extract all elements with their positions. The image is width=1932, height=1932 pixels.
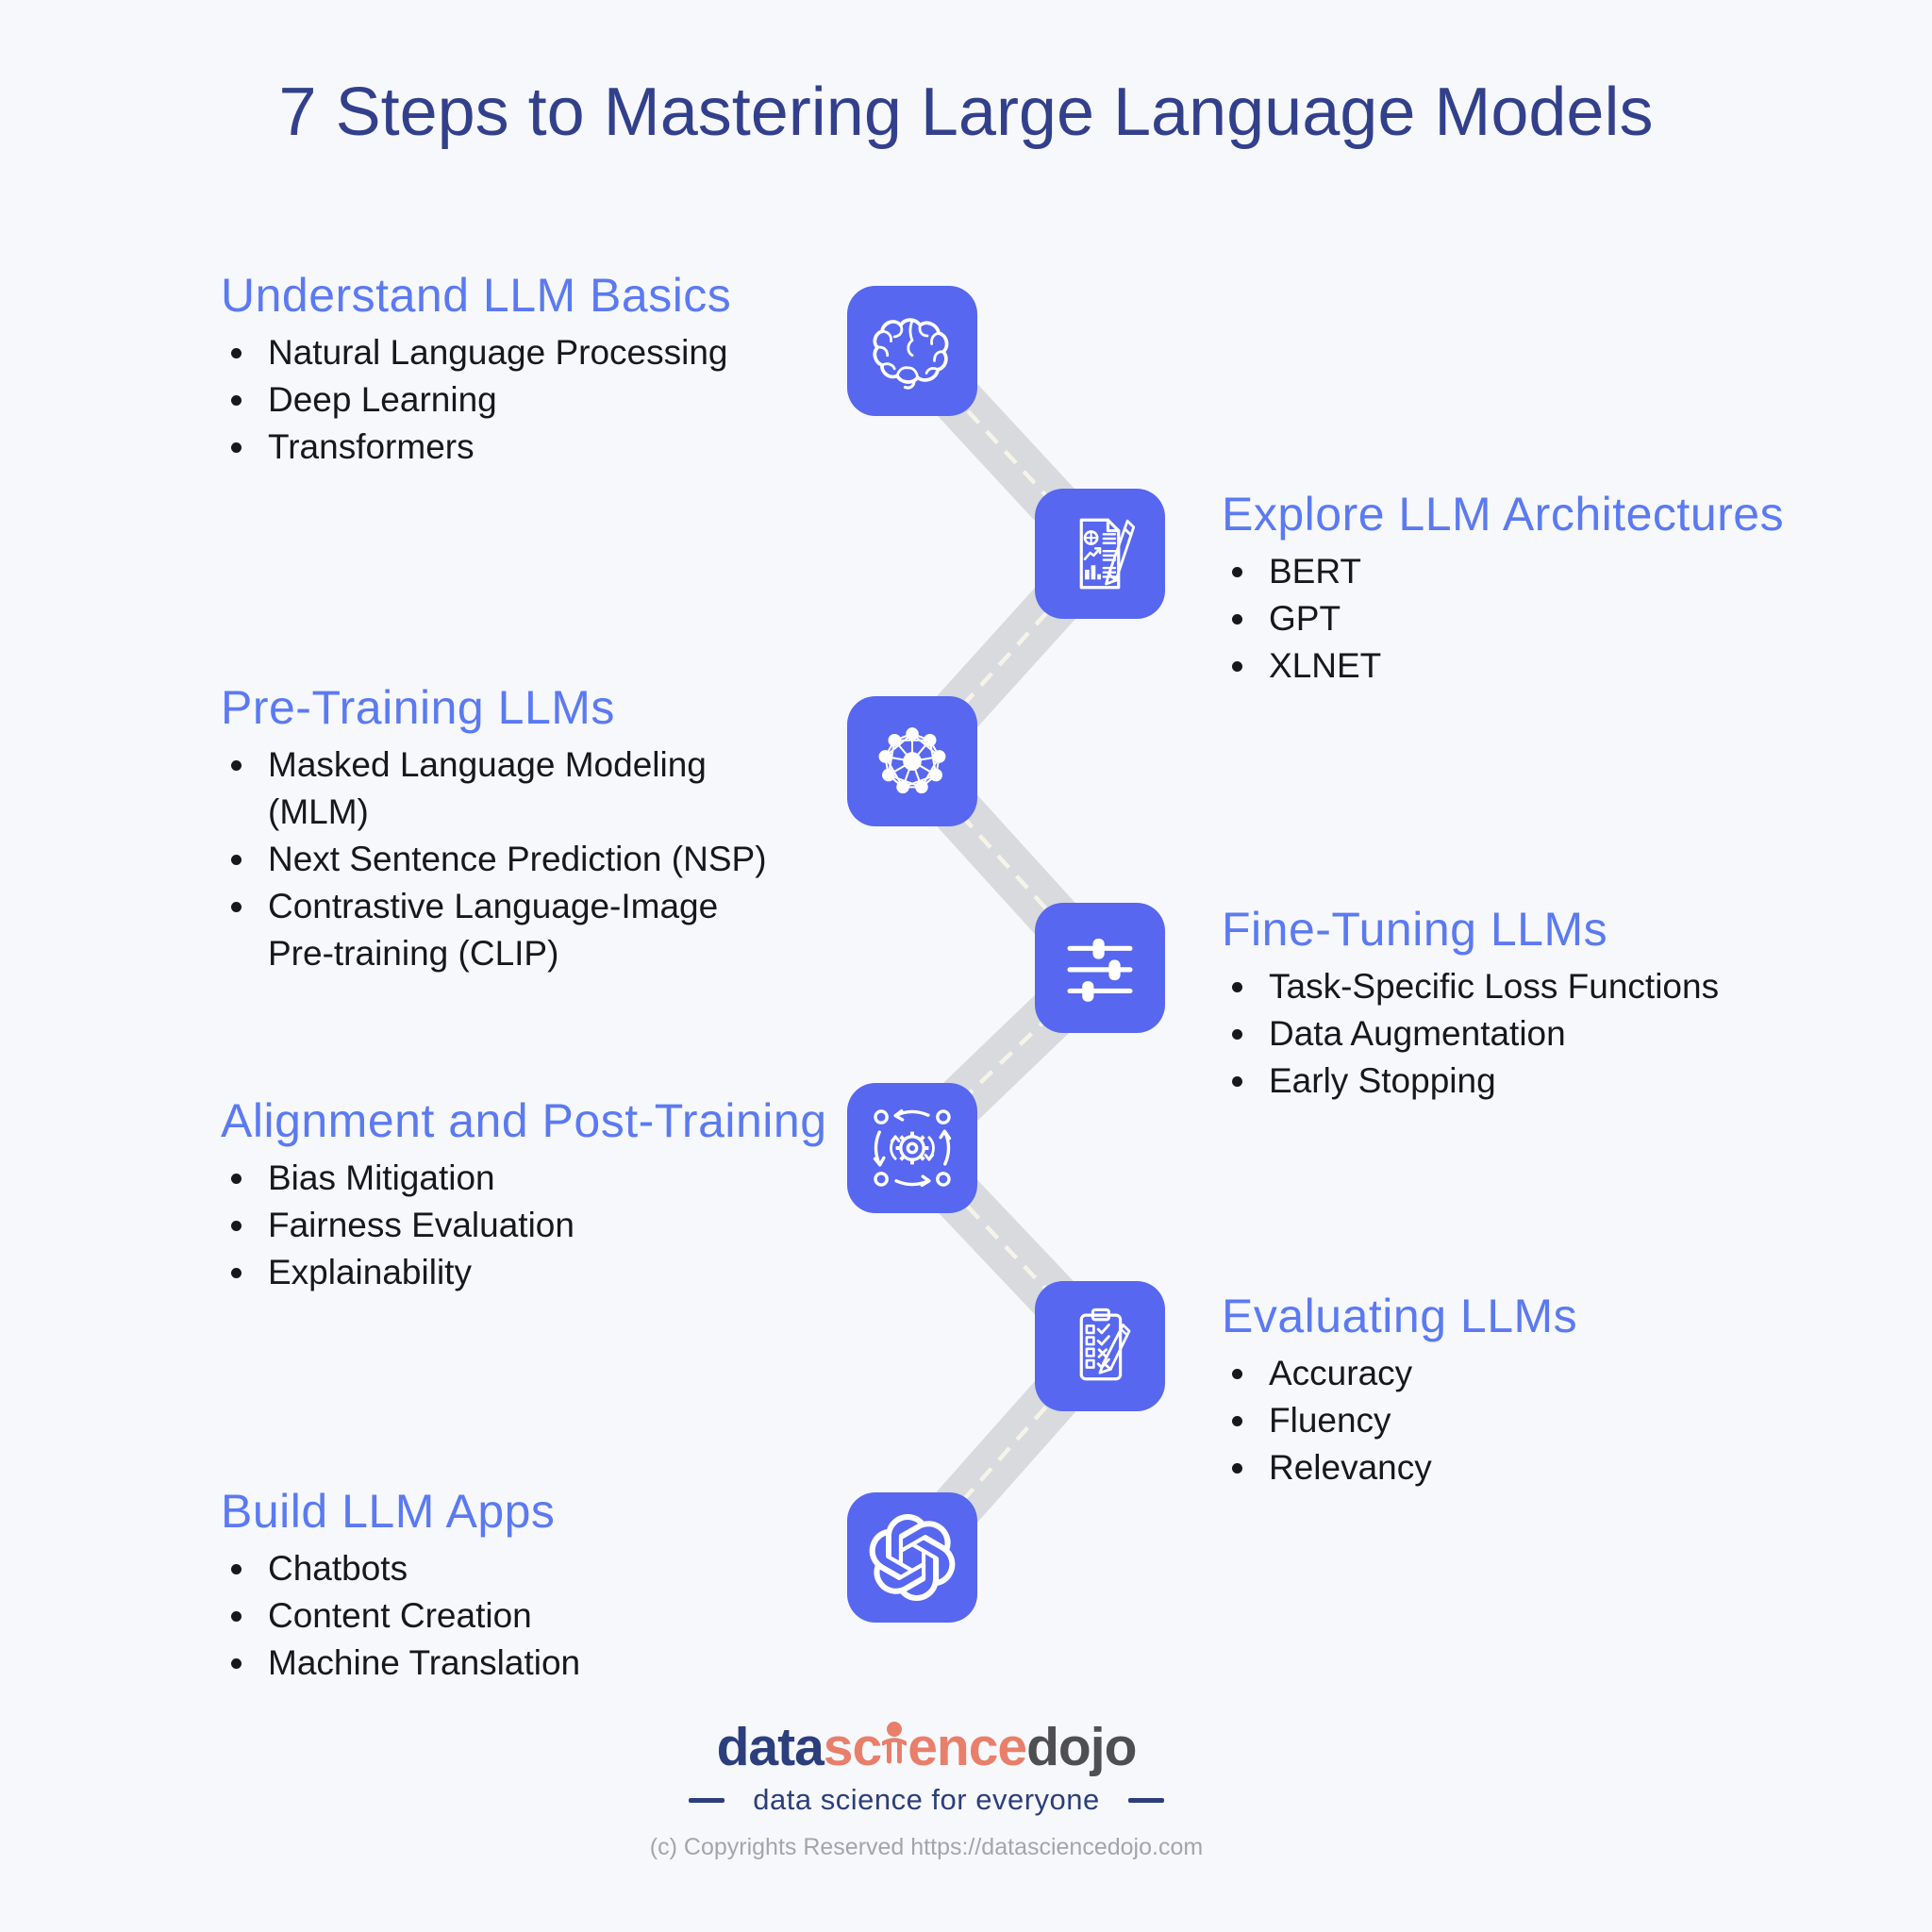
bullet-item: Accuracy bbox=[1259, 1350, 1577, 1397]
bullet-item: Masked Language Modeling (MLM) bbox=[258, 741, 768, 836]
bullet-item: Deep Learning bbox=[258, 376, 731, 424]
logo-word-data: data bbox=[716, 1717, 824, 1777]
step-block-fine-tuning-llms: Fine-Tuning LLMs Task-Specific Loss Func… bbox=[1222, 903, 1719, 1105]
step-title: Evaluating LLMs bbox=[1222, 1290, 1578, 1342]
bullet-item: Next Sentence Prediction (NSP) bbox=[258, 836, 768, 883]
step-bullets: BERT GPT XLNET bbox=[1222, 548, 1784, 690]
bullet-item: Machine Translation bbox=[258, 1640, 580, 1687]
step-bullets: Bias Mitigation Fairness Evaluation Expl… bbox=[221, 1155, 827, 1296]
step-bullets: Natural Language Processing Deep Learnin… bbox=[221, 329, 731, 471]
tagline-right-dash bbox=[1127, 1797, 1164, 1803]
step-bullets: Masked Language Modeling (MLM) Next Sent… bbox=[221, 741, 768, 977]
step-title: Explore LLM Architectures bbox=[1222, 488, 1785, 541]
step-block-build-llm-apps: Build LLM Apps Chatbots Content Creation… bbox=[221, 1485, 580, 1687]
bullet-item: Chatbots bbox=[258, 1545, 580, 1592]
step-title: Understand LLM Basics bbox=[221, 269, 732, 322]
checklist-icon bbox=[1079, 1307, 1131, 1381]
step-block-explore-llm-architectures: Explore LLM Architectures BERT GPT XLNET bbox=[1222, 488, 1784, 690]
bullet-item: XLNET bbox=[1259, 642, 1784, 690]
step-tile-1 bbox=[847, 286, 977, 416]
step-tile-2 bbox=[1035, 489, 1165, 619]
bullet-item: Data Augmentation bbox=[1259, 1010, 1719, 1058]
logo-word-science-left: sc bbox=[823, 1717, 882, 1777]
step-title: Alignment and Post-Training bbox=[221, 1094, 827, 1147]
bullet-item: Fairness Evaluation bbox=[258, 1202, 768, 1249]
step-tile-4 bbox=[1035, 903, 1165, 1033]
bullet-item: Fluency bbox=[1259, 1397, 1577, 1444]
step-bullets: Accuracy Fluency Relevancy bbox=[1222, 1350, 1577, 1491]
bullet-item: GPT bbox=[1259, 595, 1784, 642]
step-tile-7 bbox=[847, 1492, 977, 1623]
brain-icon bbox=[873, 318, 949, 390]
bullet-item: Relevancy bbox=[1259, 1444, 1577, 1491]
step-title: Fine-Tuning LLMs bbox=[1222, 903, 1608, 956]
dojo-figure-icon bbox=[880, 1722, 908, 1764]
openai-icon bbox=[869, 1514, 956, 1601]
copyright-text: (c) Copyrights Reserved https://datascie… bbox=[649, 1834, 1204, 1860]
bullet-item: Bias Mitigation bbox=[258, 1155, 768, 1202]
step-tile-3 bbox=[847, 696, 977, 826]
network-icon bbox=[878, 727, 946, 794]
page-title: 7 Steps to Mastering Large Language Mode… bbox=[278, 75, 1654, 150]
bullet-item: Task-Specific Loss Functions bbox=[1259, 963, 1719, 1010]
bullet-item: BERT bbox=[1259, 548, 1784, 595]
bullet-item: Explainability bbox=[258, 1249, 768, 1296]
bullet-item: Contrastive Language-Image Pre-training … bbox=[258, 883, 768, 977]
bullet-item: Early Stopping bbox=[1259, 1058, 1719, 1105]
step-block-alignment-post-training: Alignment and Post-Training Bias Mitigat… bbox=[221, 1094, 827, 1296]
report-chart-icon bbox=[1079, 518, 1136, 590]
step-block-evaluating-llms: Evaluating LLMs Accuracy Fluency Relevan… bbox=[1222, 1290, 1577, 1491]
sliders-icon bbox=[1067, 938, 1133, 1002]
bullet-item: Natural Language Processing bbox=[258, 329, 731, 376]
step-block-understand-llm-basics: Understand LLM Basics Natural Language P… bbox=[221, 269, 731, 471]
step-block-pre-training-llms: Pre-Training LLMs Masked Language Modeli… bbox=[221, 681, 768, 977]
step-title: Build LLM Apps bbox=[221, 1485, 556, 1538]
bullet-item: Content Creation bbox=[258, 1592, 580, 1640]
bullet-item: Transformers bbox=[258, 424, 731, 471]
step-tile-6 bbox=[1035, 1281, 1165, 1411]
logo-word-science-right: ence bbox=[908, 1717, 1027, 1777]
tagline-text: data science for everyone bbox=[753, 1783, 1100, 1816]
step-bullets: Task-Specific Loss Functions Data Augmen… bbox=[1222, 963, 1719, 1105]
step-tile-5 bbox=[847, 1083, 977, 1213]
step-title: Pre-Training LLMs bbox=[221, 681, 615, 734]
step-bullets: Chatbots Content Creation Machine Transl… bbox=[221, 1545, 580, 1687]
process-gear-icon bbox=[873, 1108, 952, 1188]
tagline-left-dash bbox=[689, 1797, 725, 1803]
logo-word-dojo: dojo bbox=[1026, 1717, 1137, 1777]
tagline-row: data science for everyone bbox=[0, 1783, 1892, 1817]
